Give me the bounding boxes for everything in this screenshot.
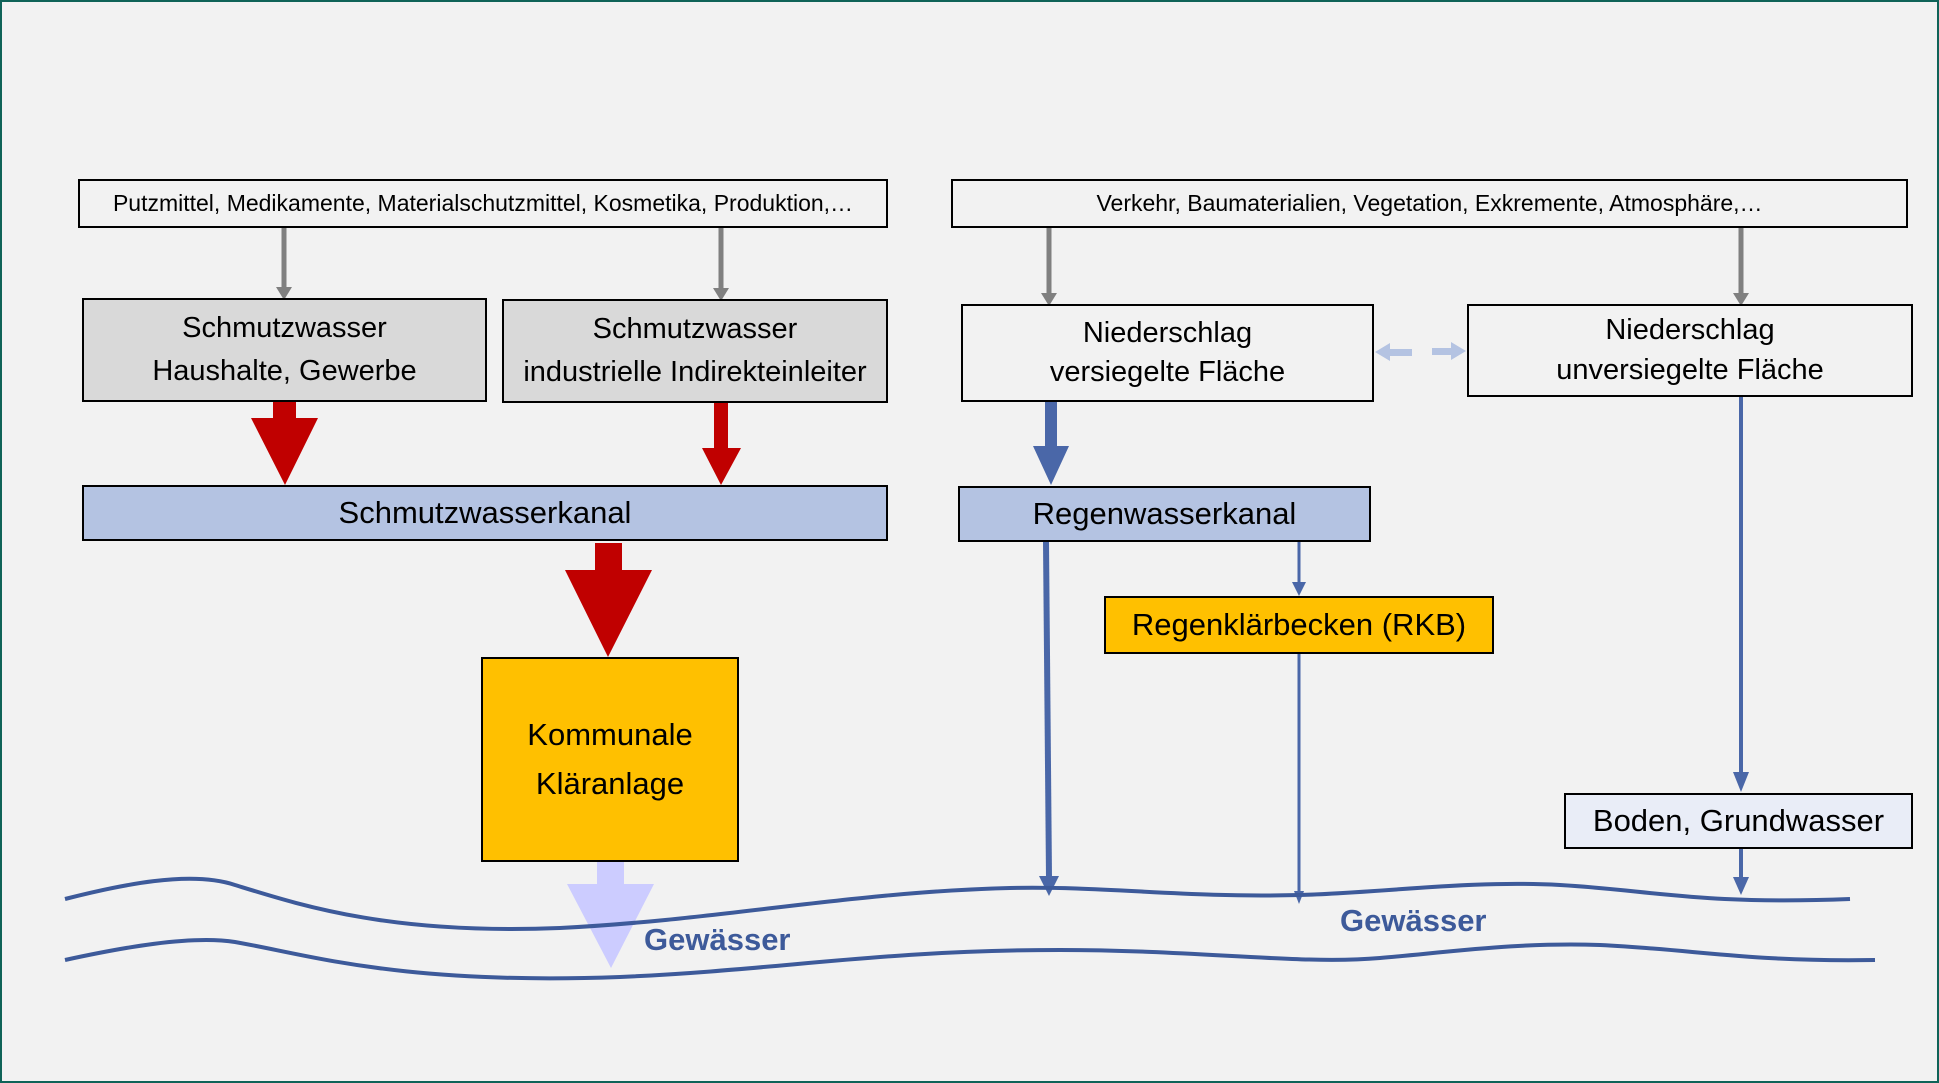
treatment-plant-box: Kommunale Kläranlage xyxy=(481,657,739,862)
water-line-upper xyxy=(64,876,1851,932)
treatment-plant-line2: Kläranlage xyxy=(535,765,685,801)
source-arrow-household xyxy=(276,228,292,300)
rain-arrow-kanal-to-rkb xyxy=(1292,542,1306,596)
dirty-arrow-to-plant xyxy=(565,543,652,657)
rain-arrow-unsealed-to-soil xyxy=(1733,396,1749,792)
wastewater-industry-subtitle: industrielle Indirekteinleiter xyxy=(523,356,867,388)
precip-unsealed-subtitle: unversiegelte Fläche xyxy=(1556,353,1824,386)
water-line-lower xyxy=(64,938,1876,981)
dirty-arrow-households xyxy=(251,402,318,485)
wastewater-industry-box: Schmutzwasser industrielle Indirekteinle… xyxy=(502,299,888,403)
retention-basin-label: Regenklärbecken (RKB) xyxy=(1131,606,1467,642)
wastewater-households-subtitle: Haushalte, Gewerbe xyxy=(152,355,417,387)
soil-groundwater-box: Boden, Grundwasser xyxy=(1564,793,1913,849)
rain-arrow-sealed-to-kanal xyxy=(1033,402,1069,485)
dirty-arrow-industry xyxy=(702,403,741,485)
storm-sewer-label: Regenwasserkanal xyxy=(1032,495,1297,531)
treated-arrow-to-water xyxy=(567,862,654,968)
water-label-right: Gewässer xyxy=(1340,903,1487,938)
precip-unsealed-title: Niederschlag xyxy=(1605,314,1775,347)
treatment-plant-line1: Kommunale xyxy=(527,717,693,753)
source-text-household-industry: Putzmittel, Medikamente, Materialschutzm… xyxy=(112,190,854,217)
source-box-urban-runoff: Verkehr, Baumaterialien, Vegetation, Exk… xyxy=(951,179,1908,228)
retention-basin-box: Regenklärbecken (RKB) xyxy=(1104,596,1494,654)
rain-arrow-kanal-to-water xyxy=(1039,541,1059,896)
source-text-urban-runoff: Verkehr, Baumaterialien, Vegetation, Exk… xyxy=(1096,190,1763,217)
source-arrow-sealed xyxy=(1041,228,1057,306)
soil-groundwater-label: Boden, Grundwasser xyxy=(1592,802,1885,838)
water-label-left: Gewässer xyxy=(644,922,791,957)
source-arrow-industry xyxy=(713,228,729,301)
rain-arrow-soil-to-water xyxy=(1733,848,1749,895)
sewer-box: Schmutzwasserkanal xyxy=(82,485,888,541)
precip-sealed-subtitle: versiegelte Fläche xyxy=(1049,356,1286,388)
precip-sealed-box: Niederschlag versiegelte Fläche xyxy=(961,304,1374,402)
precip-unsealed-box: Niederschlag unversiegelte Fläche xyxy=(1467,304,1913,397)
wastewater-industry-title: Schmutzwasser xyxy=(592,312,798,345)
exchange-arrows xyxy=(1375,342,1466,361)
storm-sewer-box: Regenwasserkanal xyxy=(958,486,1371,542)
wastewater-households-box: Schmutzwasser Haushalte, Gewerbe xyxy=(82,298,487,402)
wastewater-households-title: Schmutzwasser xyxy=(182,311,387,344)
source-box-household-industry: Putzmittel, Medikamente, Materialschutzm… xyxy=(78,179,888,228)
sewer-label: Schmutzwasserkanal xyxy=(338,494,632,530)
precip-sealed-title: Niederschlag xyxy=(1082,316,1253,349)
rain-arrow-rkb-to-water xyxy=(1294,654,1304,904)
source-arrow-unsealed xyxy=(1733,228,1749,306)
